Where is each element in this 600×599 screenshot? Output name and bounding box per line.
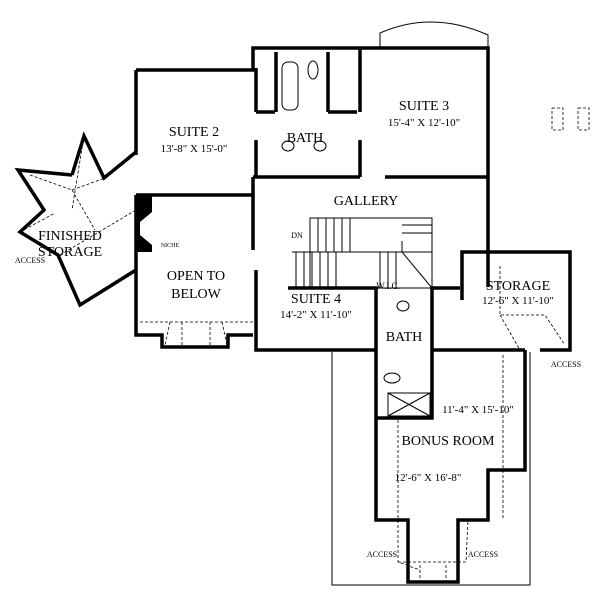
toilet-upper bbox=[307, 60, 319, 80]
finished-storage-ceiling bbox=[19, 135, 137, 256]
shower bbox=[387, 392, 431, 417]
suite4-label: SUITE 4 bbox=[291, 292, 341, 307]
access-label: ACCESS bbox=[367, 550, 397, 559]
wall-suite4 bbox=[251, 195, 376, 352]
toilet-lower bbox=[383, 372, 401, 384]
wic-label: W.I.C. bbox=[376, 281, 399, 291]
wall-top bbox=[136, 46, 490, 287]
storage-label: STORAGE bbox=[486, 279, 550, 294]
gallery-label: GALLERY bbox=[334, 194, 399, 209]
suite3-label: SUITE 3 bbox=[399, 99, 449, 114]
suite2-label: SUITE 2 bbox=[169, 125, 219, 140]
bath-upper-label: BATH bbox=[287, 131, 324, 146]
open-below-line1: OPEN TO bbox=[167, 269, 225, 284]
bath-lower-label: BATH bbox=[386, 330, 423, 345]
bonus-size2: 12'-6" X 16'-8" bbox=[395, 472, 462, 484]
niche-label: NICHE bbox=[161, 243, 180, 249]
roof-outline bbox=[331, 352, 531, 586]
stairs-dn-label: DN bbox=[291, 231, 303, 240]
sink-icon bbox=[396, 300, 410, 312]
staircase bbox=[292, 217, 433, 289]
wall-storage bbox=[460, 250, 572, 352]
dashed-box bbox=[551, 107, 564, 131]
access-label: ACCESS bbox=[468, 550, 498, 559]
sink-icon bbox=[313, 140, 327, 152]
suite2-size: 13'-8" X 15'-0" bbox=[161, 143, 228, 155]
dashed-box bbox=[577, 107, 590, 131]
wall-tub bbox=[274, 52, 330, 112]
wall-open-below bbox=[134, 195, 253, 349]
bonus-label: BONUS ROOM bbox=[402, 434, 496, 449]
bay-window bbox=[379, 21, 489, 47]
storage-ceiling bbox=[499, 266, 566, 351]
sink-icon bbox=[281, 140, 295, 152]
suite4-size: 14'-2" X 11'-10" bbox=[280, 309, 352, 321]
niche-block bbox=[136, 195, 152, 252]
suite3-size: 15'-4" X 12'-10" bbox=[388, 117, 460, 129]
open-below-line2: BELOW bbox=[171, 287, 222, 302]
wall-bonus bbox=[374, 350, 527, 584]
wall-wic-bath bbox=[288, 286, 460, 420]
wall-suite2-bottom bbox=[136, 177, 255, 197]
bonus-ceiling bbox=[397, 355, 504, 582]
bonus-size1: 11'-4" X 15'-10" bbox=[442, 404, 514, 416]
access-label: ACCESS bbox=[551, 360, 581, 369]
finished-storage-line1: FINISHED bbox=[38, 229, 102, 244]
open-below-ceiling bbox=[140, 321, 253, 346]
access-label: ACCESS bbox=[15, 256, 45, 265]
finished-storage-line2: STORAGE bbox=[38, 245, 102, 260]
storage-size: 12'-6" X 11'-10" bbox=[482, 295, 554, 307]
bathtub bbox=[281, 61, 299, 111]
